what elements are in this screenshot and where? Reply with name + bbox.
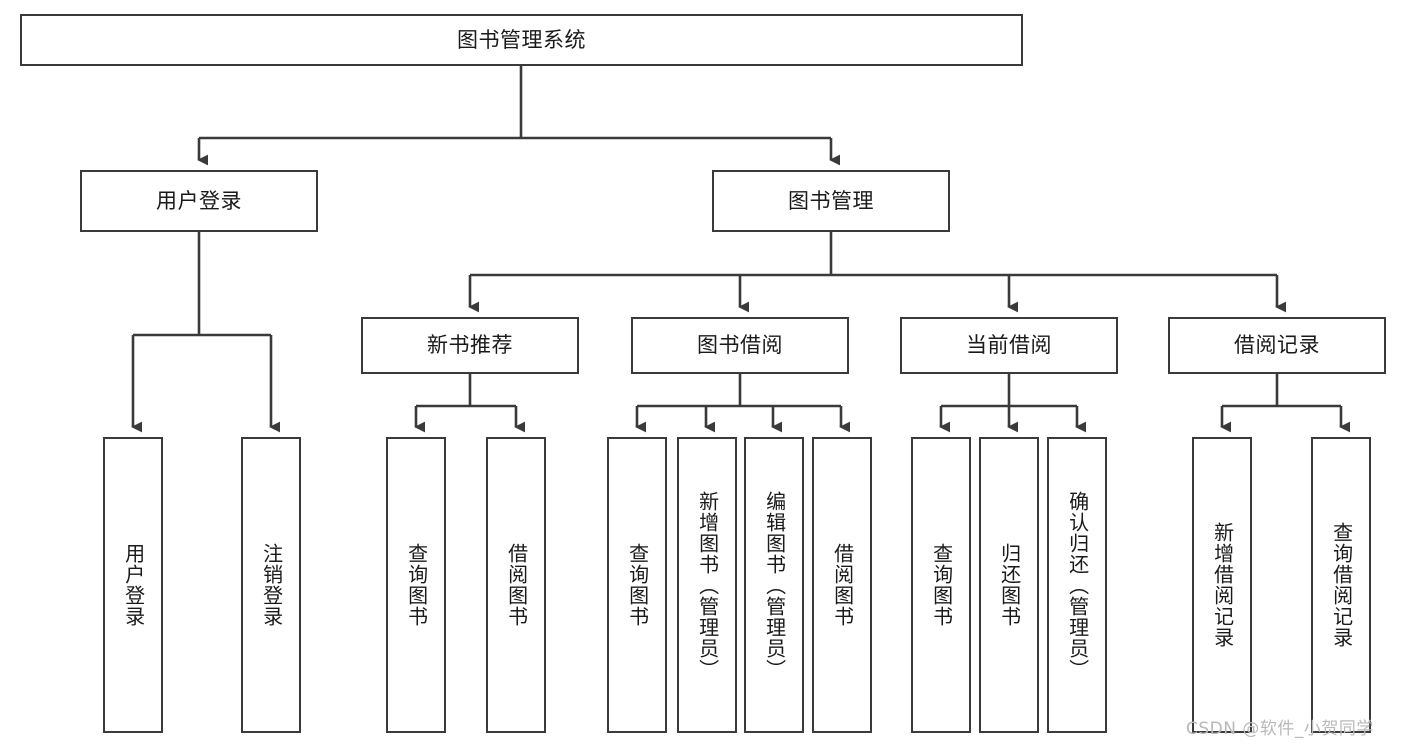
- node-label: 图书管理: [788, 188, 874, 213]
- node-label: 查询图书: [625, 543, 650, 627]
- node-label: 归还图书: [997, 543, 1022, 627]
- leaf-borrow-books-recommend[interactable]: 借阅图书: [486, 437, 546, 733]
- node-label: 用户登录: [121, 543, 146, 627]
- leaf-confirm-return-admin[interactable]: 确认归还（管理员）: [1047, 437, 1107, 733]
- leaf-edit-book-admin[interactable]: 编辑图书（管理员）: [744, 437, 804, 733]
- node-label: 查询借阅记录: [1329, 522, 1354, 648]
- leaf-query-books-recommend[interactable]: 查询图书: [386, 437, 446, 733]
- node-label: 当前借阅: [966, 333, 1052, 358]
- node-label: 新书推荐: [427, 333, 513, 358]
- leaf-return-books[interactable]: 归还图书: [979, 437, 1039, 733]
- leaf-logout-login[interactable]: 注销登录: [241, 437, 301, 733]
- node-label: 查询图书: [929, 543, 954, 627]
- node-label: 借阅记录: [1234, 333, 1320, 358]
- node-label: 新增图书（管理员）: [695, 491, 720, 680]
- node-label: 图书借阅: [697, 333, 783, 358]
- leaf-query-borrow-record[interactable]: 查询借阅记录: [1311, 437, 1371, 733]
- leaf-query-books-borrow[interactable]: 查询图书: [607, 437, 667, 733]
- leaf-user-login[interactable]: 用户登录: [103, 437, 163, 733]
- node-label: 借阅图书: [504, 543, 529, 627]
- leaf-borrow-books[interactable]: 借阅图书: [812, 437, 872, 733]
- node-user-login[interactable]: 用户登录: [80, 170, 318, 232]
- node-book-management[interactable]: 图书管理: [712, 170, 950, 232]
- node-label: 确认归还（管理员）: [1065, 491, 1090, 680]
- node-label: 借阅图书: [830, 543, 855, 627]
- node-root-book-management-system[interactable]: 图书管理系统: [20, 14, 1023, 66]
- leaf-query-books-current[interactable]: 查询图书: [911, 437, 971, 733]
- leaf-add-book-admin[interactable]: 新增图书（管理员）: [677, 437, 737, 733]
- node-label: 查询图书: [404, 543, 429, 627]
- node-label: 编辑图书（管理员）: [762, 491, 787, 680]
- node-borrowing-record[interactable]: 借阅记录: [1168, 317, 1386, 374]
- node-label: 图书管理系统: [457, 27, 586, 52]
- node-label: 注销登录: [259, 543, 284, 627]
- node-current-borrowing[interactable]: 当前借阅: [900, 317, 1118, 374]
- leaf-add-borrow-record[interactable]: 新增借阅记录: [1192, 437, 1252, 733]
- node-new-book-recommendation[interactable]: 新书推荐: [361, 317, 579, 374]
- node-book-borrowing[interactable]: 图书借阅: [631, 317, 849, 374]
- node-label: 用户登录: [156, 188, 242, 213]
- node-label: 新增借阅记录: [1210, 522, 1235, 648]
- csdn-watermark: CSDN @软件_小贺同学: [1186, 719, 1374, 739]
